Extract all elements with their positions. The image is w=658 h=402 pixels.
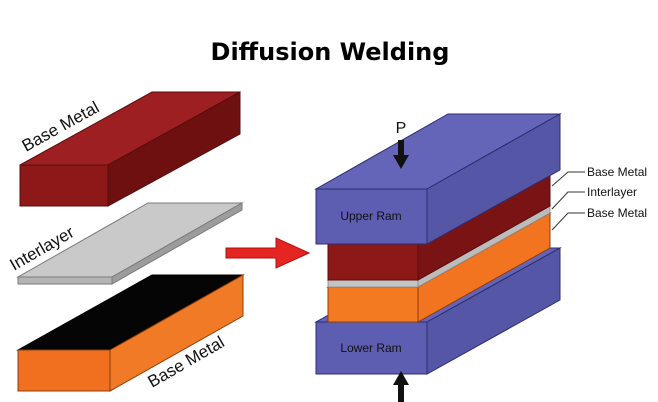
upper-ram-label: Upper Ram: [340, 209, 401, 223]
callout-leaders: [551, 171, 585, 231]
callout-leader-base-metal-bottom: [551, 212, 585, 231]
left-interlayer-sheet: [16, 202, 244, 285]
diagram-title: Diffusion Welding: [211, 38, 450, 66]
left-top-base-metal-block: [19, 91, 241, 207]
pressure-label: P: [396, 120, 407, 137]
upper-ram-block: [314, 113, 562, 245]
red-right-arrow-icon: [225, 237, 311, 269]
callout-base-metal-top-label: Base Metal: [587, 165, 647, 179]
pressure-down-arrow-icon: [393, 140, 409, 169]
callout-leader-interlayer: [551, 191, 585, 210]
callout-interlayer-label: Interlayer: [587, 185, 637, 199]
left-bottom-base-metal-block: [16, 274, 245, 392]
callout-leader-base-metal-top: [551, 171, 585, 187]
lower-ram-label: Lower Ram: [340, 341, 401, 355]
callout-base-metal-bottom-label: Base Metal: [587, 206, 647, 220]
pressure-up-arrow-icon: [393, 371, 409, 402]
